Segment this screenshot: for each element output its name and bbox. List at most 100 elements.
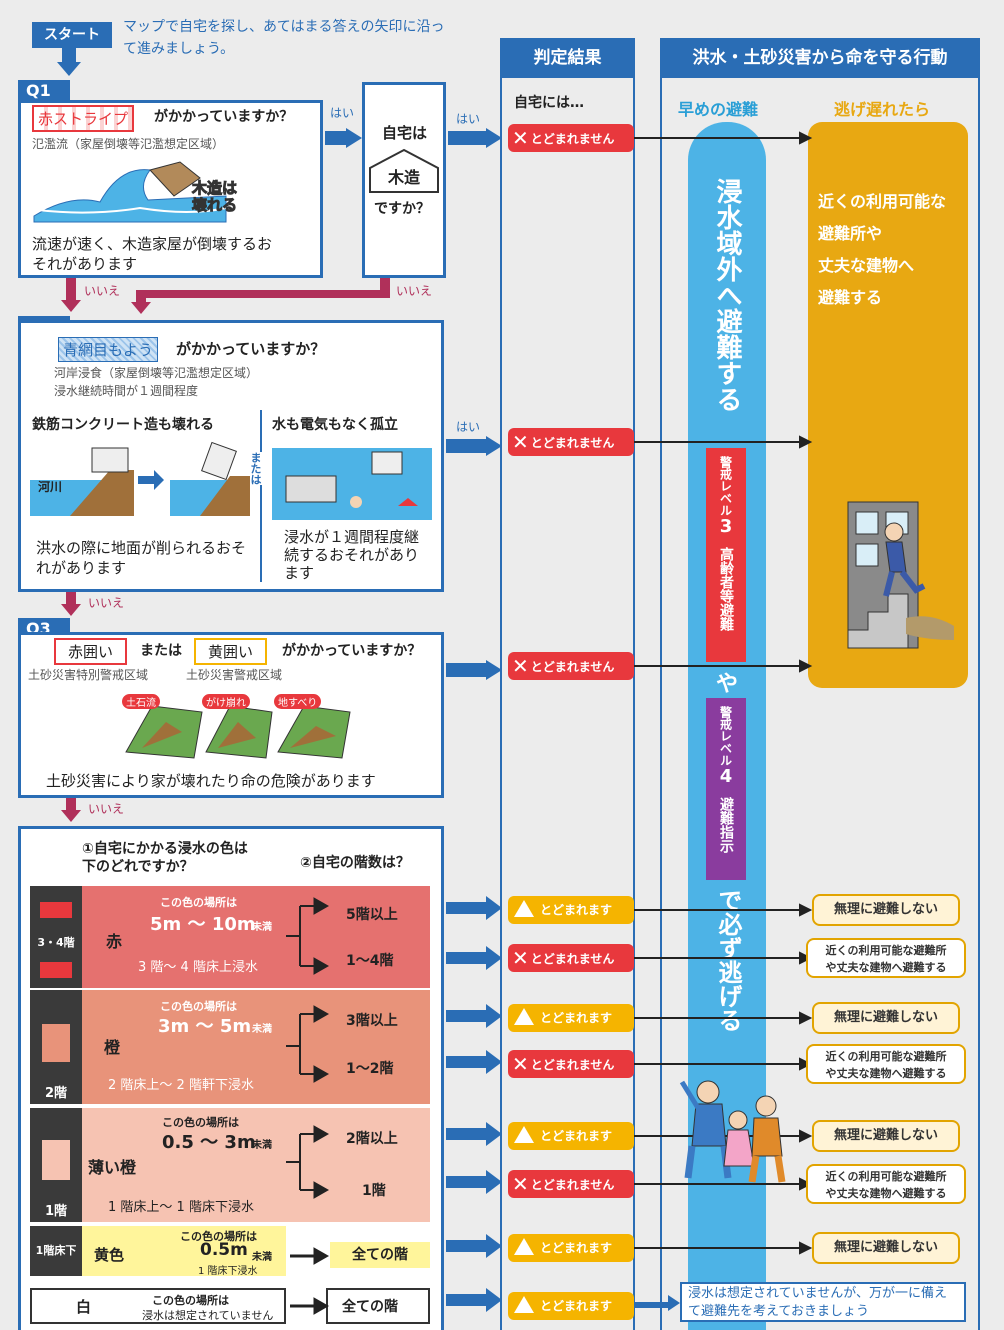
level4-number: 4 [719, 766, 733, 787]
q2-divider [260, 410, 262, 582]
orange-opt2: 1〜2階 [346, 1061, 394, 1077]
wood-yes-label: はい [456, 112, 481, 126]
floor-stripe-under [30, 1226, 82, 1276]
result-column-frame [500, 78, 635, 1330]
result-stay-ok: とどまれます [508, 1292, 634, 1320]
q1-desc: 流速が速く、木造家屋が倒壊するおそれがあります [32, 235, 273, 273]
row-yellow-bg [82, 1226, 286, 1276]
connector-lines [634, 131, 813, 1255]
red-opt2: 1〜4階 [346, 953, 394, 969]
q3-label-cliff: がけ崩れ [202, 694, 250, 709]
wood-no-label: いいえ [396, 284, 433, 298]
q1-tag: 赤ストライプ [32, 105, 135, 132]
row-orange-bg [82, 990, 430, 1104]
q2-tag: 青網目もよう [58, 337, 159, 362]
orange-caption: この色の場所は [160, 1000, 237, 1013]
light-opt2: 1階 [362, 1183, 386, 1199]
level3-label: 警戒レベル [718, 456, 733, 516]
result-stay-no: ✕とどまれません [508, 652, 634, 680]
q4-h2: ②自宅の階数は？ [300, 855, 410, 871]
result-stay-no: ✕とどまれません [508, 1170, 634, 1198]
intro-text: マップで自宅を探し、あてはまる答えの矢印に沿って進みましょう。 [123, 19, 445, 57]
q1-yes-arrowhead [346, 128, 362, 148]
q1-label: Q1 [18, 80, 70, 102]
q2-question: がかかっていますか？ [176, 340, 326, 358]
q2-river-label: 河川 [38, 480, 63, 494]
isolated-flood-illustration [272, 448, 432, 520]
row-red-bg [82, 886, 430, 988]
house-icon [369, 148, 439, 193]
q1-no-label: いいえ [84, 284, 121, 298]
level4-box: 警戒レベル 4 避難指示 [706, 698, 746, 880]
yellow-opt: 全ての階 [330, 1242, 430, 1268]
q2-no-label: いいえ [88, 596, 125, 610]
result-stay-no: ✕とどまれません [508, 428, 634, 456]
wood-line2: 木造 [388, 168, 421, 187]
result-stay-no: ✕とどまれません [508, 1050, 634, 1078]
evac-vertical-text: 浸水域外へ避難する [712, 178, 742, 412]
level3-number: 3 [719, 516, 733, 537]
q2-left-title: 鉄筋コンクリート造も壊れる [32, 417, 214, 433]
light-opt1: 2階以上 [346, 1131, 398, 1147]
q4-branch-arrows [286, 897, 330, 1315]
action-dont-force: 無理に避難しない [812, 1120, 960, 1152]
red-caption: この色の場所は [160, 896, 237, 909]
q4-h1: ①自宅にかかる浸水の色は 下のどれですか？ [82, 841, 248, 875]
floor-label-under: 1階床下 [35, 1244, 77, 1257]
late-text: 近くの利用可能な 避難所や 丈夫な建物へ 避難する [818, 192, 947, 307]
q3-desc: 土砂災害により家が壊れたり命の危険があります [46, 772, 376, 790]
result-sub: 自宅には… [514, 95, 584, 111]
red-depth: 3 階〜 4 階床上浸水 [138, 960, 258, 975]
wood-yes-bar [448, 131, 488, 145]
start-arrow-head [57, 62, 81, 76]
q3-tag-red: 赤囲い [54, 638, 128, 665]
q2-yes-bar [446, 439, 488, 453]
q4-result-arrows [446, 896, 502, 1312]
q2-or: または [249, 452, 263, 485]
result-stay-no: ✕とどまれません [508, 944, 634, 972]
white-note-arrow [634, 1302, 670, 1308]
q3-label-debris: 土石流 [122, 694, 160, 709]
q3-sub-yellow: 土砂災害警戒区域 [186, 668, 283, 682]
white-color-name: 白 [76, 1298, 92, 1316]
q3-question: がかかっていますか？ [282, 643, 422, 659]
q3-no-line [66, 798, 76, 812]
light-range: 0.5 〜 3m [162, 1132, 256, 1153]
white-depth: 浸水は想定されていません [142, 1309, 274, 1322]
white-note-arrowhead [668, 1295, 680, 1311]
red-range: 5m 〜 10m [150, 914, 256, 935]
flood-wave-illustration [33, 161, 227, 223]
orange-window-icon [42, 1024, 70, 1062]
yellow-caption: この色の場所は [180, 1230, 257, 1243]
action-header: 洪水・土砂災害から命を守る行動 [660, 38, 980, 78]
yellow-range: 0.5m [200, 1240, 248, 1260]
q1-question: がかかっていますか？ [154, 109, 294, 125]
q3-yes-arrowhead [486, 660, 502, 680]
riverbank-erosion-illustration [30, 441, 250, 516]
evacuating-family-icon [679, 1080, 786, 1183]
q2-yes-label: はい [456, 420, 481, 434]
result-stay-no: ✕とどまれません [508, 124, 634, 152]
q2-no-line [66, 592, 76, 606]
red-color-name: 赤 [106, 932, 123, 951]
red-opt1: 5階以上 [346, 907, 398, 923]
level4-text: 避難指示 [718, 797, 734, 853]
q1-sub: 氾濫流（家屋倒壊等氾濫想定区域） [32, 137, 225, 151]
action-near-shelter: 近くの利用可能な避難所 や丈夫な建物へ避難する [806, 938, 966, 978]
q2-no-arrowhead [61, 604, 81, 616]
start-down-arrow [62, 48, 76, 66]
orange-opt1: 3階以上 [346, 1013, 398, 1029]
row-light-bg [82, 1108, 430, 1222]
q3-no-arrowhead [61, 810, 81, 822]
wood-line1: 自宅は [382, 124, 428, 142]
light-color-name: 薄い橙 [88, 1158, 137, 1177]
level4-label: 警戒レベル [718, 706, 733, 766]
q1-yes-label: はい [330, 106, 355, 120]
white-opt: 全ての階 [342, 1299, 398, 1315]
result-stay-ok: とどまれます [508, 1004, 634, 1032]
action-near-shelter: 近くの利用可能な避難所 や丈夫な建物へ避難する [806, 1164, 966, 1204]
action-dont-force: 無理に避難しない [812, 894, 960, 926]
sediment-disaster-illustration [125, 705, 351, 759]
q2-right-title: 水も電気もなく孤立 [272, 417, 398, 433]
white-caption: この色の場所は [152, 1294, 229, 1307]
